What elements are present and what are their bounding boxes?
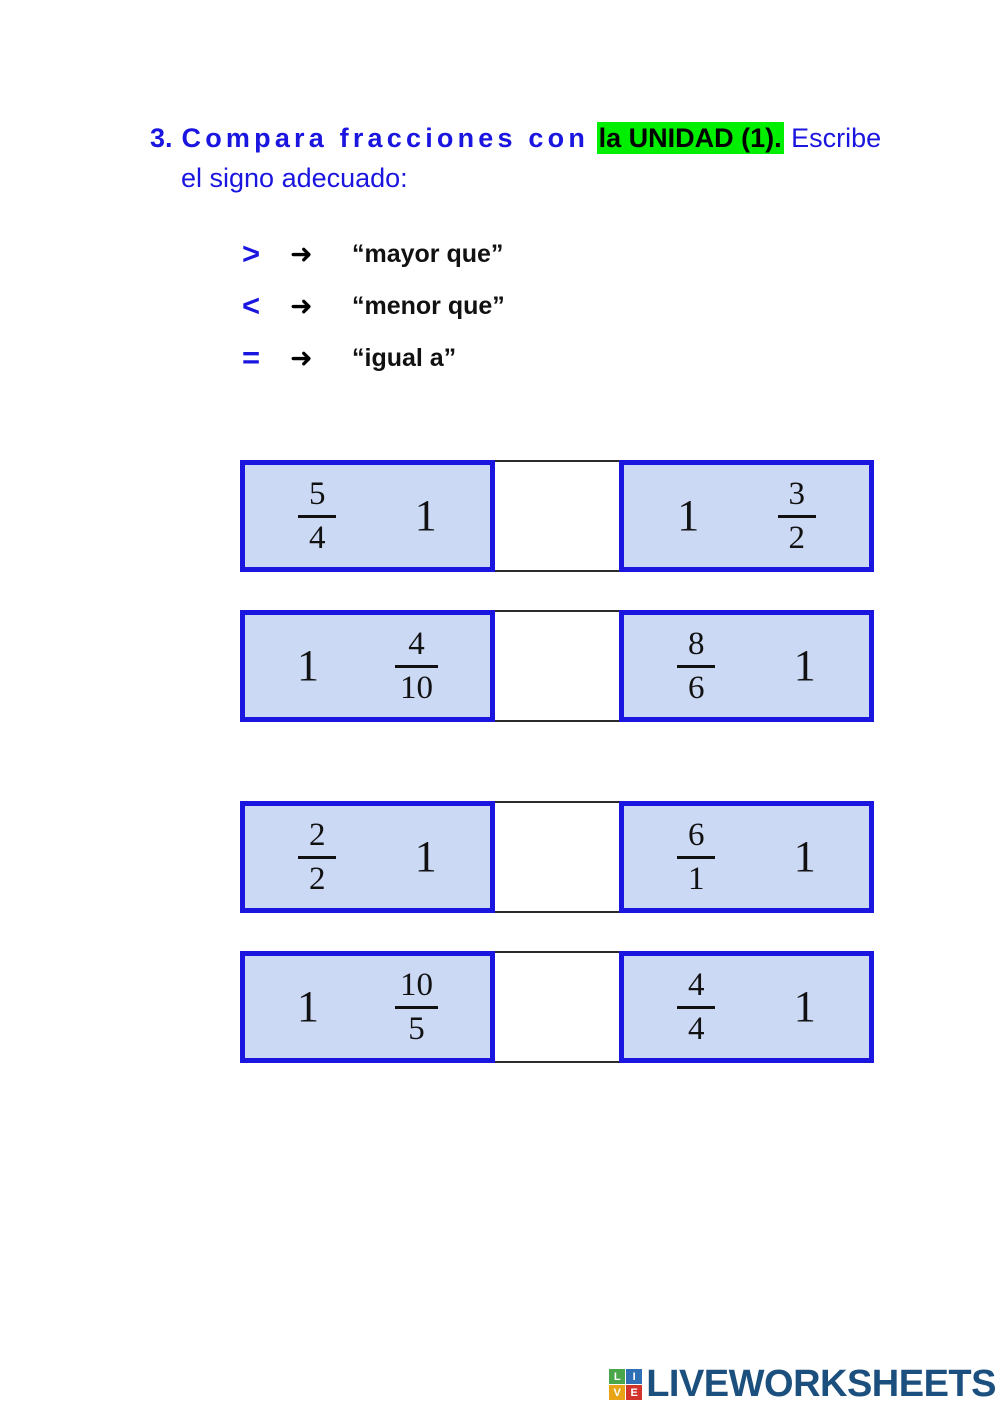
fraction-left: 4 10 — [395, 625, 438, 706]
left-term-box: 1 4 10 — [240, 610, 495, 722]
fraction-bar — [298, 514, 337, 518]
fraction-numerator: 3 — [788, 475, 806, 512]
instruction-line-1: 3. Compara fracciones con la UNIDAD (1).… — [150, 118, 890, 158]
logo-tiles-icon: L I V E — [609, 1369, 643, 1400]
right-term-box: 1 3 2 — [619, 460, 874, 572]
whole-number-right: 1 — [677, 491, 700, 540]
fraction-denominator: 2 — [788, 519, 806, 556]
logo-tile-l: L — [609, 1369, 626, 1384]
liveworksheets-logo: L I V E LIVEWORKSHEETS — [609, 1363, 996, 1406]
exercise-row: 5 4 1 1 3 2 — [240, 460, 874, 572]
fraction-right: 6 1 — [677, 816, 716, 897]
whole-number-left: 1 — [414, 491, 437, 540]
fraction-bar — [677, 664, 716, 668]
legend-label-menor-que: “menor que” — [352, 291, 505, 320]
fraction-numerator: 4 — [408, 625, 425, 662]
logo-tile-v: V — [609, 1385, 626, 1400]
whole-number-right: 1 — [793, 832, 816, 881]
instruction-bold-text: Compara fracciones con — [181, 123, 590, 153]
answer-input[interactable] — [495, 460, 619, 572]
fraction-bar — [395, 664, 438, 668]
instruction-text: Compara fracciones con la UNIDAD (1). Es… — [182, 118, 890, 158]
fraction-numerator: 6 — [688, 816, 705, 853]
legend-row-less-than: < ➜ “menor que” — [242, 280, 505, 332]
fraction-denominator: 4 — [309, 519, 326, 556]
less-than-symbol: < — [242, 288, 261, 323]
legend-row-equals: = ➜ “igual a” — [242, 332, 505, 384]
whole-number-right: 1 — [793, 641, 816, 690]
instruction-line-2: el signo adecuado: — [181, 163, 408, 193]
fraction-numerator: 4 — [688, 966, 705, 1003]
arrow-right-icon: ➜ — [290, 290, 313, 321]
logo-tile-i: I — [626, 1369, 643, 1384]
exercise-row: 1 10 5 4 4 1 — [240, 951, 874, 1063]
fraction-denominator: 4 — [688, 1010, 705, 1047]
logo-wordmark: LIVEWORKSHEETS — [646, 1363, 996, 1405]
answer-input[interactable] — [495, 951, 619, 1063]
legend-label-mayor-que: “mayor que” — [352, 239, 504, 268]
whole-number-left: 1 — [297, 982, 319, 1031]
exercise-row: 2 2 1 6 1 1 — [240, 801, 874, 913]
fraction-left: 5 4 — [298, 475, 337, 556]
exercise-row: 1 4 10 8 6 1 — [240, 610, 874, 722]
arrow-right-icon: ➜ — [290, 342, 313, 373]
fraction-right: 3 2 — [777, 475, 816, 556]
fraction-bar — [777, 514, 816, 518]
fraction-denominator: 10 — [400, 669, 433, 706]
instruction-block: 3. Compara fracciones con la UNIDAD (1).… — [150, 118, 890, 198]
fraction-numerator: 2 — [309, 816, 326, 853]
fraction-denominator: 6 — [688, 669, 705, 706]
fraction-numerator: 5 — [309, 475, 326, 512]
fraction-bar — [298, 855, 337, 859]
fraction-left: 2 2 — [298, 816, 337, 897]
exercise-number: 3. — [150, 123, 173, 153]
fraction-numerator: 10 — [400, 966, 433, 1003]
fraction-right: 4 4 — [677, 966, 716, 1047]
right-term-box: 8 6 1 — [619, 610, 874, 722]
instruction-normal-text: Escribe — [783, 123, 882, 153]
right-term-box: 4 4 1 — [619, 951, 874, 1063]
whole-number-left: 1 — [297, 641, 319, 690]
right-term-box: 6 1 1 — [619, 801, 874, 913]
fraction-numerator: 8 — [688, 625, 705, 662]
exercise-group: 2 2 1 6 1 1 1 10 — [240, 801, 874, 1063]
fraction-denominator: 2 — [309, 860, 326, 897]
legend: > ➜ “mayor que” < ➜ “menor que” = ➜ “igu… — [242, 228, 505, 384]
logo-tile-e: E — [626, 1385, 643, 1400]
fraction-bar — [395, 1005, 438, 1009]
answer-input[interactable] — [495, 801, 619, 913]
whole-number-left: 1 — [414, 832, 437, 881]
fraction-bar — [677, 1005, 716, 1009]
answer-input[interactable] — [495, 610, 619, 722]
fraction-denominator: 5 — [408, 1010, 425, 1047]
exercise-list: 5 4 1 1 3 2 1 4 — [240, 460, 874, 1063]
arrow-right-icon: ➜ — [290, 238, 313, 269]
legend-label-igual-a: “igual a” — [352, 343, 457, 372]
left-term-box: 2 2 1 — [240, 801, 495, 913]
equals-symbol: = — [242, 340, 261, 375]
fraction-bar — [677, 855, 716, 859]
fraction-denominator: 1 — [688, 860, 705, 897]
fraction-left: 10 5 — [395, 966, 438, 1047]
legend-row-greater-than: > ➜ “mayor que” — [242, 228, 505, 280]
whole-number-right: 1 — [793, 982, 816, 1031]
greater-than-symbol: > — [242, 236, 261, 271]
instruction-highlight: la UNIDAD (1). — [596, 122, 784, 154]
left-term-box: 5 4 1 — [240, 460, 495, 572]
fraction-right: 8 6 — [677, 625, 716, 706]
left-term-box: 1 10 5 — [240, 951, 495, 1063]
exercise-group: 5 4 1 1 3 2 1 4 — [240, 460, 874, 722]
